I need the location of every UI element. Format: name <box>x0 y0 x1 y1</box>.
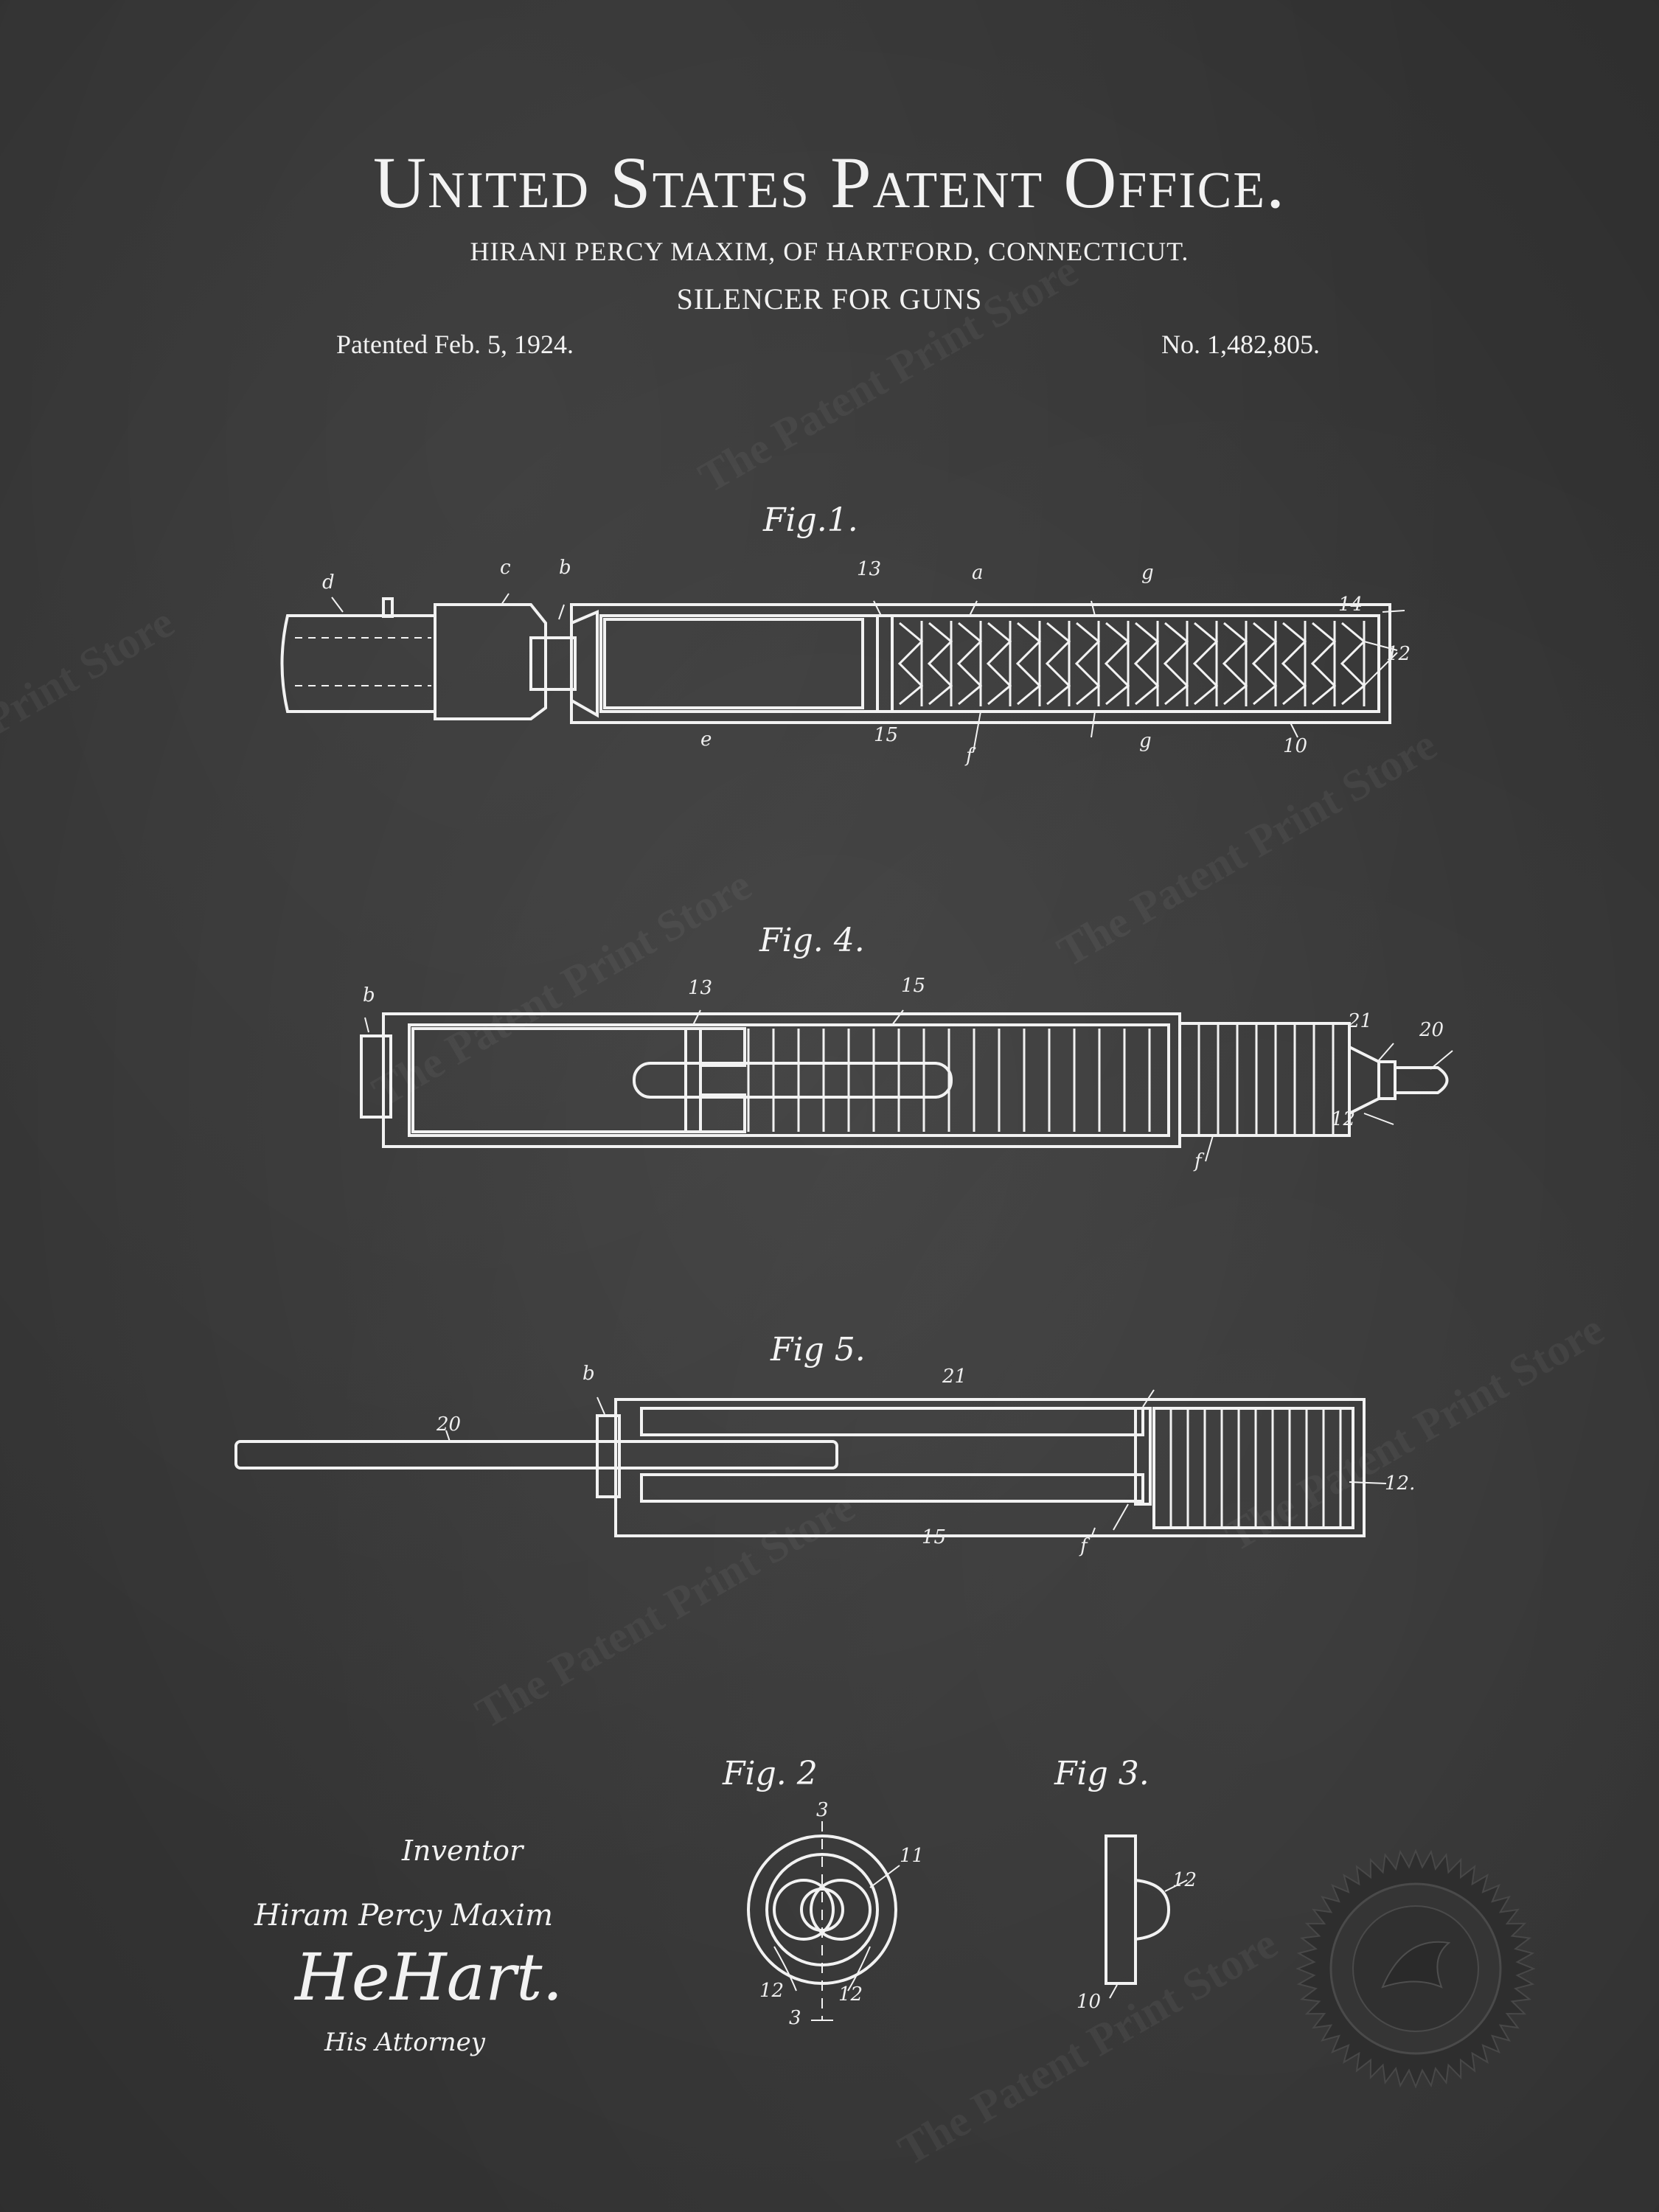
baffle-line <box>1045 622 1071 706</box>
baffle-line <box>1104 622 1130 706</box>
fig5-callout-20: 20 <box>437 1413 462 1436</box>
fig4-label: Fig. 4. <box>759 922 865 959</box>
attorney-signature: HeHart. <box>295 1939 563 2015</box>
baffle-line <box>1192 622 1219 706</box>
fig2-callout-3-top: 3 <box>816 1799 829 1821</box>
baffle-line <box>1222 622 1248 706</box>
baffle-line <box>986 622 1012 706</box>
fig1-callout-g: g <box>1141 562 1154 584</box>
baffle-line <box>1015 622 1042 706</box>
watermark-text: The Patent Print Store <box>0 597 182 853</box>
fig1-callout-10: 10 <box>1283 735 1308 757</box>
fig2-callout-12-left: 12 <box>759 1980 785 2002</box>
fig4-callout-b: b <box>363 984 375 1006</box>
patent-office-title: United States Patent Office. <box>372 142 1287 223</box>
fig1-callout-a: a <box>972 562 984 584</box>
fig1-drawing <box>280 593 1405 753</box>
fig5-drawing <box>234 1389 1387 1538</box>
baffle-line <box>1281 622 1307 706</box>
inventor-label: Inventor <box>402 1834 524 1867</box>
fig2-callout-11: 11 <box>900 1845 925 1867</box>
fig2-drawing <box>747 1821 900 2021</box>
attorney-label: His Attorney <box>324 2028 486 2057</box>
fig4-callout-f: f <box>1194 1150 1202 1172</box>
patent-number: No. 1,482,805. <box>1161 330 1320 359</box>
baffle-line <box>1133 622 1160 706</box>
fig5-callout-b: b <box>582 1363 595 1385</box>
fig1-callout-15: 15 <box>874 724 899 746</box>
fig1-callout-b: b <box>559 557 571 579</box>
baffle-line <box>1074 622 1101 706</box>
fig1-callout-12: 12 <box>1386 643 1411 665</box>
fig1-callout-f: f <box>966 745 973 767</box>
baffle-line <box>1163 622 1189 706</box>
patent-seal <box>1295 1848 1536 2089</box>
fig4-callout-15: 15 <box>901 975 926 997</box>
baffle-line <box>1310 622 1337 706</box>
fig4-callout-21: 21 <box>1348 1010 1373 1032</box>
fig4-callout-13: 13 <box>688 977 713 999</box>
baffle-line <box>897 622 924 706</box>
fig1-callout-g2: g <box>1139 730 1152 752</box>
fig3-label: Fig 3. <box>1054 1755 1150 1792</box>
fig2-callout-3-bottom: 3 <box>789 2007 801 2029</box>
baffle-line <box>1251 622 1278 706</box>
fig3-callout-12: 12 <box>1172 1869 1197 1891</box>
fig4-drawing <box>360 1009 1453 1162</box>
fig1-callout-14: 14 <box>1338 594 1363 616</box>
inventor-line: HIRANI PERCY MAXIM, OF HARTFORD, CONNECT… <box>470 237 1189 266</box>
fig1-callout-c: c <box>500 557 511 579</box>
fig1-callout-d: d <box>322 571 335 594</box>
fig3-callout-10: 10 <box>1077 1991 1102 2013</box>
inventor-signature: Hiram Percy Maxim <box>254 1899 553 1933</box>
baffle-line <box>1340 622 1366 706</box>
fig2-label: Fig. 2 <box>723 1755 818 1792</box>
fig5-callout-12: 12. <box>1385 1472 1416 1495</box>
fig5-label: Fig 5. <box>771 1331 866 1368</box>
patent-subject: SILENCER FOR GUNS <box>676 282 983 316</box>
fig1-callout-e: e <box>700 728 712 751</box>
baffle-line <box>927 622 953 706</box>
fig1-label: Fig.1. <box>763 501 858 539</box>
fig4-callout-20: 20 <box>1419 1019 1444 1041</box>
fig1-callout-13: 13 <box>857 558 882 580</box>
baffle-line <box>956 622 983 706</box>
fig4-callout-12: 12 <box>1331 1108 1356 1130</box>
fig5-callout-f: f <box>1080 1535 1088 1557</box>
fig5-callout-21: 21 <box>942 1366 967 1388</box>
patent-date: Patented Feb. 5, 1924. <box>336 330 574 359</box>
fig5-callout-15: 15 <box>922 1526 947 1548</box>
fig2-callout-12-right: 12 <box>838 1983 863 2006</box>
fig3-drawing <box>1105 1834 1188 1999</box>
